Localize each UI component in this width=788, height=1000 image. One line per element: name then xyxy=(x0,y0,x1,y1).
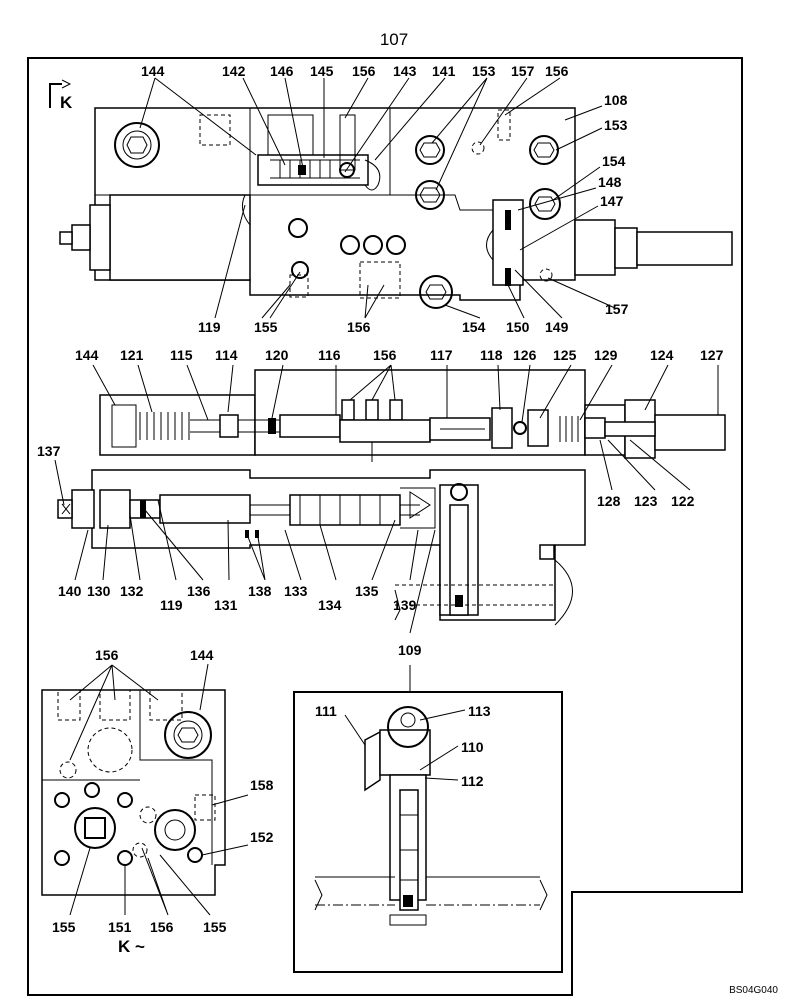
callout-118: 118 xyxy=(480,347,503,363)
callout-130: 130 xyxy=(87,583,111,599)
callout-117: 117 xyxy=(430,347,453,363)
callout-labels-top: 144 142 146 145 156 143 141 153 157 156 … xyxy=(141,63,629,335)
callout-123: 123 xyxy=(634,493,658,509)
callout-120: 120 xyxy=(265,347,289,363)
detail-view xyxy=(293,665,563,973)
callout-114: 114 xyxy=(215,347,238,363)
callout-131: 131 xyxy=(214,597,238,613)
callout-155: 155 xyxy=(203,919,227,935)
callout-125: 125 xyxy=(553,347,577,363)
callout-labels-middle: 144 121 115 114 120 116 156 117 118 126 … xyxy=(37,347,724,658)
middle-section-view xyxy=(57,369,726,626)
callout-156: 156 xyxy=(545,63,569,79)
callout-110: 110 xyxy=(461,739,484,755)
callout-138: 138 xyxy=(248,583,272,599)
callout-142: 142 xyxy=(222,63,246,79)
callout-140: 140 xyxy=(58,583,82,599)
callout-156: 156 xyxy=(95,647,119,663)
callout-109: 109 xyxy=(398,642,422,658)
callout-124: 124 xyxy=(650,347,674,363)
leader-lines xyxy=(54,77,719,916)
callout-139: 139 xyxy=(393,597,417,613)
callout-labels-detail: 111 113 110 112 xyxy=(315,703,491,789)
callout-128: 128 xyxy=(597,493,621,509)
callout-112: 112 xyxy=(461,773,484,789)
drawing-code: BS04G040 xyxy=(729,985,778,996)
view-k-bottom-left: K ~ xyxy=(41,689,226,956)
callout-149: 149 xyxy=(545,319,569,335)
callout-119: 119 xyxy=(160,597,183,613)
callout-121: 121 xyxy=(120,347,144,363)
callout-155: 155 xyxy=(254,319,278,335)
callout-143: 143 xyxy=(393,63,417,79)
callout-116: 116 xyxy=(318,347,341,363)
callout-126: 126 xyxy=(513,347,537,363)
callout-153: 153 xyxy=(472,63,496,79)
callout-151: 151 xyxy=(108,919,132,935)
callout-158: 158 xyxy=(250,777,274,793)
callout-133: 133 xyxy=(284,583,308,599)
callout-135: 135 xyxy=(355,583,379,599)
callout-153: 153 xyxy=(604,117,628,133)
callout-150: 150 xyxy=(506,319,530,335)
page-frame xyxy=(27,57,743,996)
callout-108: 108 xyxy=(604,92,628,108)
callout-115: 115 xyxy=(170,347,193,363)
callout-144: 144 xyxy=(75,347,99,363)
callout-148: 148 xyxy=(598,174,622,190)
callout-147: 147 xyxy=(600,193,624,209)
callout-157: 157 xyxy=(605,301,629,317)
callout-154: 154 xyxy=(602,153,626,169)
callout-145: 145 xyxy=(310,63,334,79)
callout-113: 113 xyxy=(468,703,491,719)
callout-136: 136 xyxy=(187,583,211,599)
view-caption-k: K ~ xyxy=(118,937,145,956)
callout-144: 144 xyxy=(141,63,165,79)
callout-127: 127 xyxy=(700,347,724,363)
page-number: 107 xyxy=(379,30,409,49)
callout-154: 154 xyxy=(462,319,486,335)
callout-157: 157 xyxy=(511,63,535,79)
callout-156: 156 xyxy=(150,919,174,935)
callout-137: 137 xyxy=(37,443,61,459)
callout-146: 146 xyxy=(270,63,294,79)
view-marker-k: K xyxy=(60,93,73,112)
callout-134: 134 xyxy=(318,597,342,613)
callout-111: 111 xyxy=(315,703,337,719)
callout-156: 156 xyxy=(373,347,397,363)
callout-156: 156 xyxy=(352,63,376,79)
callout-129: 129 xyxy=(594,347,618,363)
callout-155: 155 xyxy=(52,919,76,935)
callout-156: 156 xyxy=(347,319,371,335)
callout-132: 132 xyxy=(120,583,144,599)
callout-122: 122 xyxy=(671,493,695,509)
top-view: K xyxy=(49,79,733,309)
callout-119: 119 xyxy=(198,319,221,335)
callout-141: 141 xyxy=(432,63,456,79)
callout-144: 144 xyxy=(190,647,214,663)
callout-152: 152 xyxy=(250,829,274,845)
callout-labels-bottom-left: 156 144 158 152 155 151 156 155 xyxy=(52,647,274,935)
